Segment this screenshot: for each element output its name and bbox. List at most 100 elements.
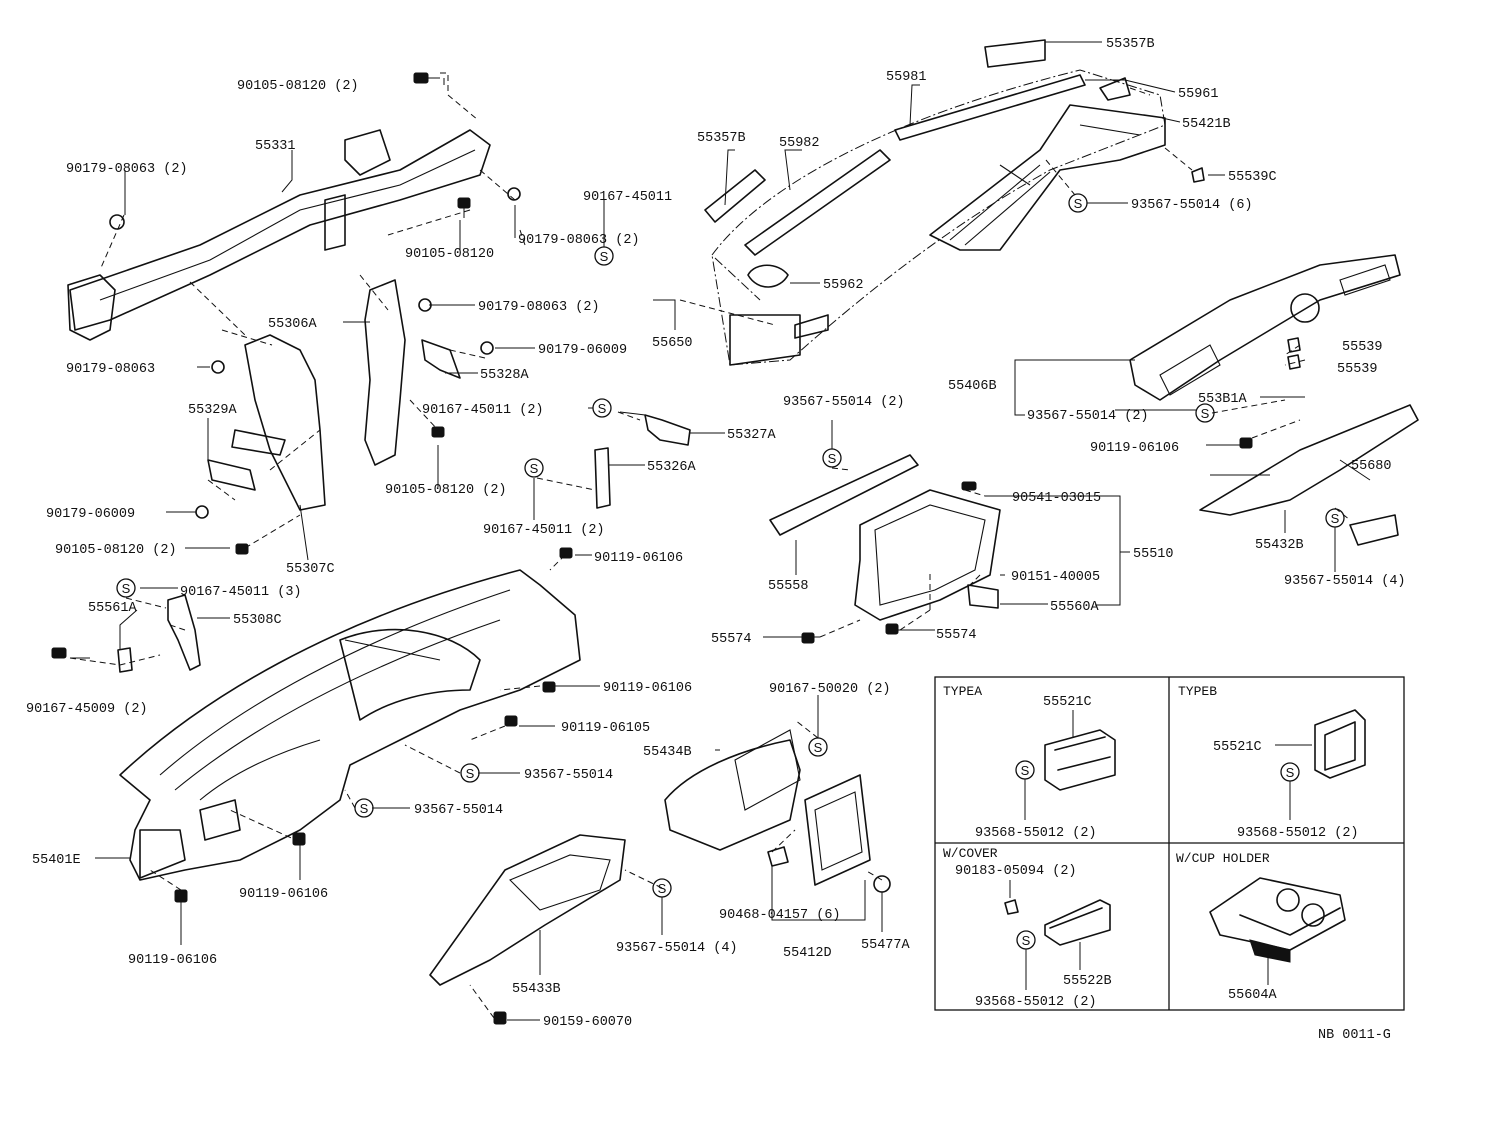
label-55477A: 55477A [861,938,911,953]
bracket-55307C [244,334,326,511]
label-55432B: 55432B [1255,538,1304,553]
inset-type-b: TYPEB 55521C S 93568-55012 (2) [1178,684,1366,841]
label-90159-60070: 90159-60070 [543,1015,632,1030]
label-55421B: 55421B [1182,117,1231,132]
switch-base-55680 [1349,514,1399,546]
bracket-55327A [644,414,691,446]
label-90167-45011: 90167-45011 [583,190,672,205]
label-90105-08120-2-mid: 90105-08120 (2) [385,483,507,498]
reinforcement-beam-group [67,129,691,511]
with-cover-part-90183: 90183-05094 (2) [955,864,1077,879]
bolt-icon-h [885,623,899,635]
bracket-55329A [207,429,286,491]
label-55331: 55331 [255,139,296,154]
with-cover-pocket-55522B [1044,899,1111,946]
label-90179-06009-b: 90179-06009 [46,507,135,522]
label-90179-08063-2-mid: 90179-08063 (2) [518,233,640,248]
bolt-icon-f [961,481,977,491]
center-cluster-box-55412D [804,774,871,886]
bolt-icon-d [559,547,573,559]
bolt-icon-mid [457,197,471,218]
type-b-part-55521C: 55521C [1213,740,1262,755]
label-90468-04157-6: 90468-04157 (6) [719,908,841,923]
box-55412D-inner [814,791,863,871]
s-symbol-6: S [524,458,544,478]
svg-text:S: S [600,249,609,264]
label-55558: 55558 [768,579,809,594]
type-a-part-55521C: 55521C [1043,695,1092,710]
speaker-grille-55357B-left [704,169,766,223]
label-55326A: 55326A [647,460,697,475]
cup-holder-ring-2 [1301,903,1325,927]
svg-text:S: S [1021,763,1030,778]
label-55982: 55982 [779,136,820,151]
svg-text:S: S [360,801,369,816]
label-90105-08120-2-low: 90105-08120 (2) [55,543,177,558]
label-55539-b: 55539 [1337,362,1378,377]
type-b-pocket [1314,709,1366,779]
bracket-55306A [364,279,406,466]
bolt-icon-l [292,832,306,846]
variant-inset-box: TYPEA 55521C S 93568-55012 (2) TYPEB 555… [934,676,1405,1011]
label-90541-03015: 90541-03015 [1012,491,1101,506]
with-cover-part-93568: 93568-55012 (2) [975,995,1097,1010]
defroster-nozzle-55421B [929,104,1166,251]
screw-symbols: S S S S S S S S S S S S [116,193,1345,898]
svg-text:S: S [1331,511,1340,526]
label-55434B: 55434B [643,745,692,760]
bolt-icon-k [504,715,518,727]
bolt-icon-top [413,72,440,84]
instrument-panel-reinforcement-55331 [69,129,491,331]
label-55961: 55961 [1178,87,1219,102]
label-55981: 55981 [886,70,927,85]
label-90119-06106-c: 90119-06106 [603,681,692,696]
bolt-icon-c [235,543,249,555]
svg-text:S: S [466,766,475,781]
label-93567-55014-4-b: 93567-55014 (4) [616,941,738,956]
label-55357B-left: 55357B [697,131,746,146]
nut-icon-mid [507,187,521,201]
clip-55539 [1287,337,1301,370]
label-90167-45011-3: 90167-45011 (3) [180,585,302,600]
svg-text:S: S [658,881,667,896]
with-cup-holder-title: W/CUP HOLDER [1176,851,1270,866]
svg-text:S: S [598,401,607,416]
label-90151-40005: 90151-40005 [1011,570,1100,585]
label-90105-08120: 90105-08120 [405,247,494,262]
panel-lower-cover-left [139,799,241,879]
defroster-grille-55982 [744,149,891,256]
label-90105-08120-2-top: 90105-08120 (2) [237,79,359,94]
lower-panel-55434B [664,739,801,851]
clip-55539C [1191,167,1205,183]
fastener-icons [51,72,1253,1025]
lower-center-cover-55433B [429,834,626,986]
cover-55433B-detail [509,854,611,911]
dash-upper-pad-outline [711,69,1166,366]
label-90167-50020-2: 90167-50020 (2) [769,682,891,697]
dash-upper-pad-group [704,39,1205,366]
with-cover-title: W/COVER [943,846,998,861]
type-a-part-93568: 93568-55012 (2) [975,826,1097,841]
clip-icon-b [195,505,209,519]
with-cover-clip [1004,899,1019,915]
nut-icon-b [211,360,225,374]
svg-text:S: S [828,451,837,466]
bracket-55328A [421,339,461,379]
cluster-finish-panel-group [769,254,1419,621]
label-55510: 55510 [1133,547,1174,562]
bolt-icon-e [1239,437,1253,449]
label-55560A: 55560A [1050,600,1100,615]
label-55561A: 55561A [88,601,138,616]
s-symbol-5: S [1195,403,1215,423]
label-90179-08063-2-b: 90179-08063 (2) [478,300,600,315]
s-symbol-10: S [460,763,480,783]
label-90179-08063-2-left: 90179-08063 (2) [66,162,188,177]
svg-text:S: S [1074,196,1083,211]
s-symbol-1: S [1068,193,1088,213]
label-55329A: 55329A [188,403,238,418]
label-553B1A: 553B1A [1198,392,1248,407]
svg-text:S: S [1022,933,1031,948]
label-90119-06106-d: 90119-06106 [239,887,328,902]
part-labels: 55357B 55981 55961 55421B 55357B 55982 5… [26,37,1406,1030]
figure-code: NB 0011-G [1318,1028,1391,1043]
